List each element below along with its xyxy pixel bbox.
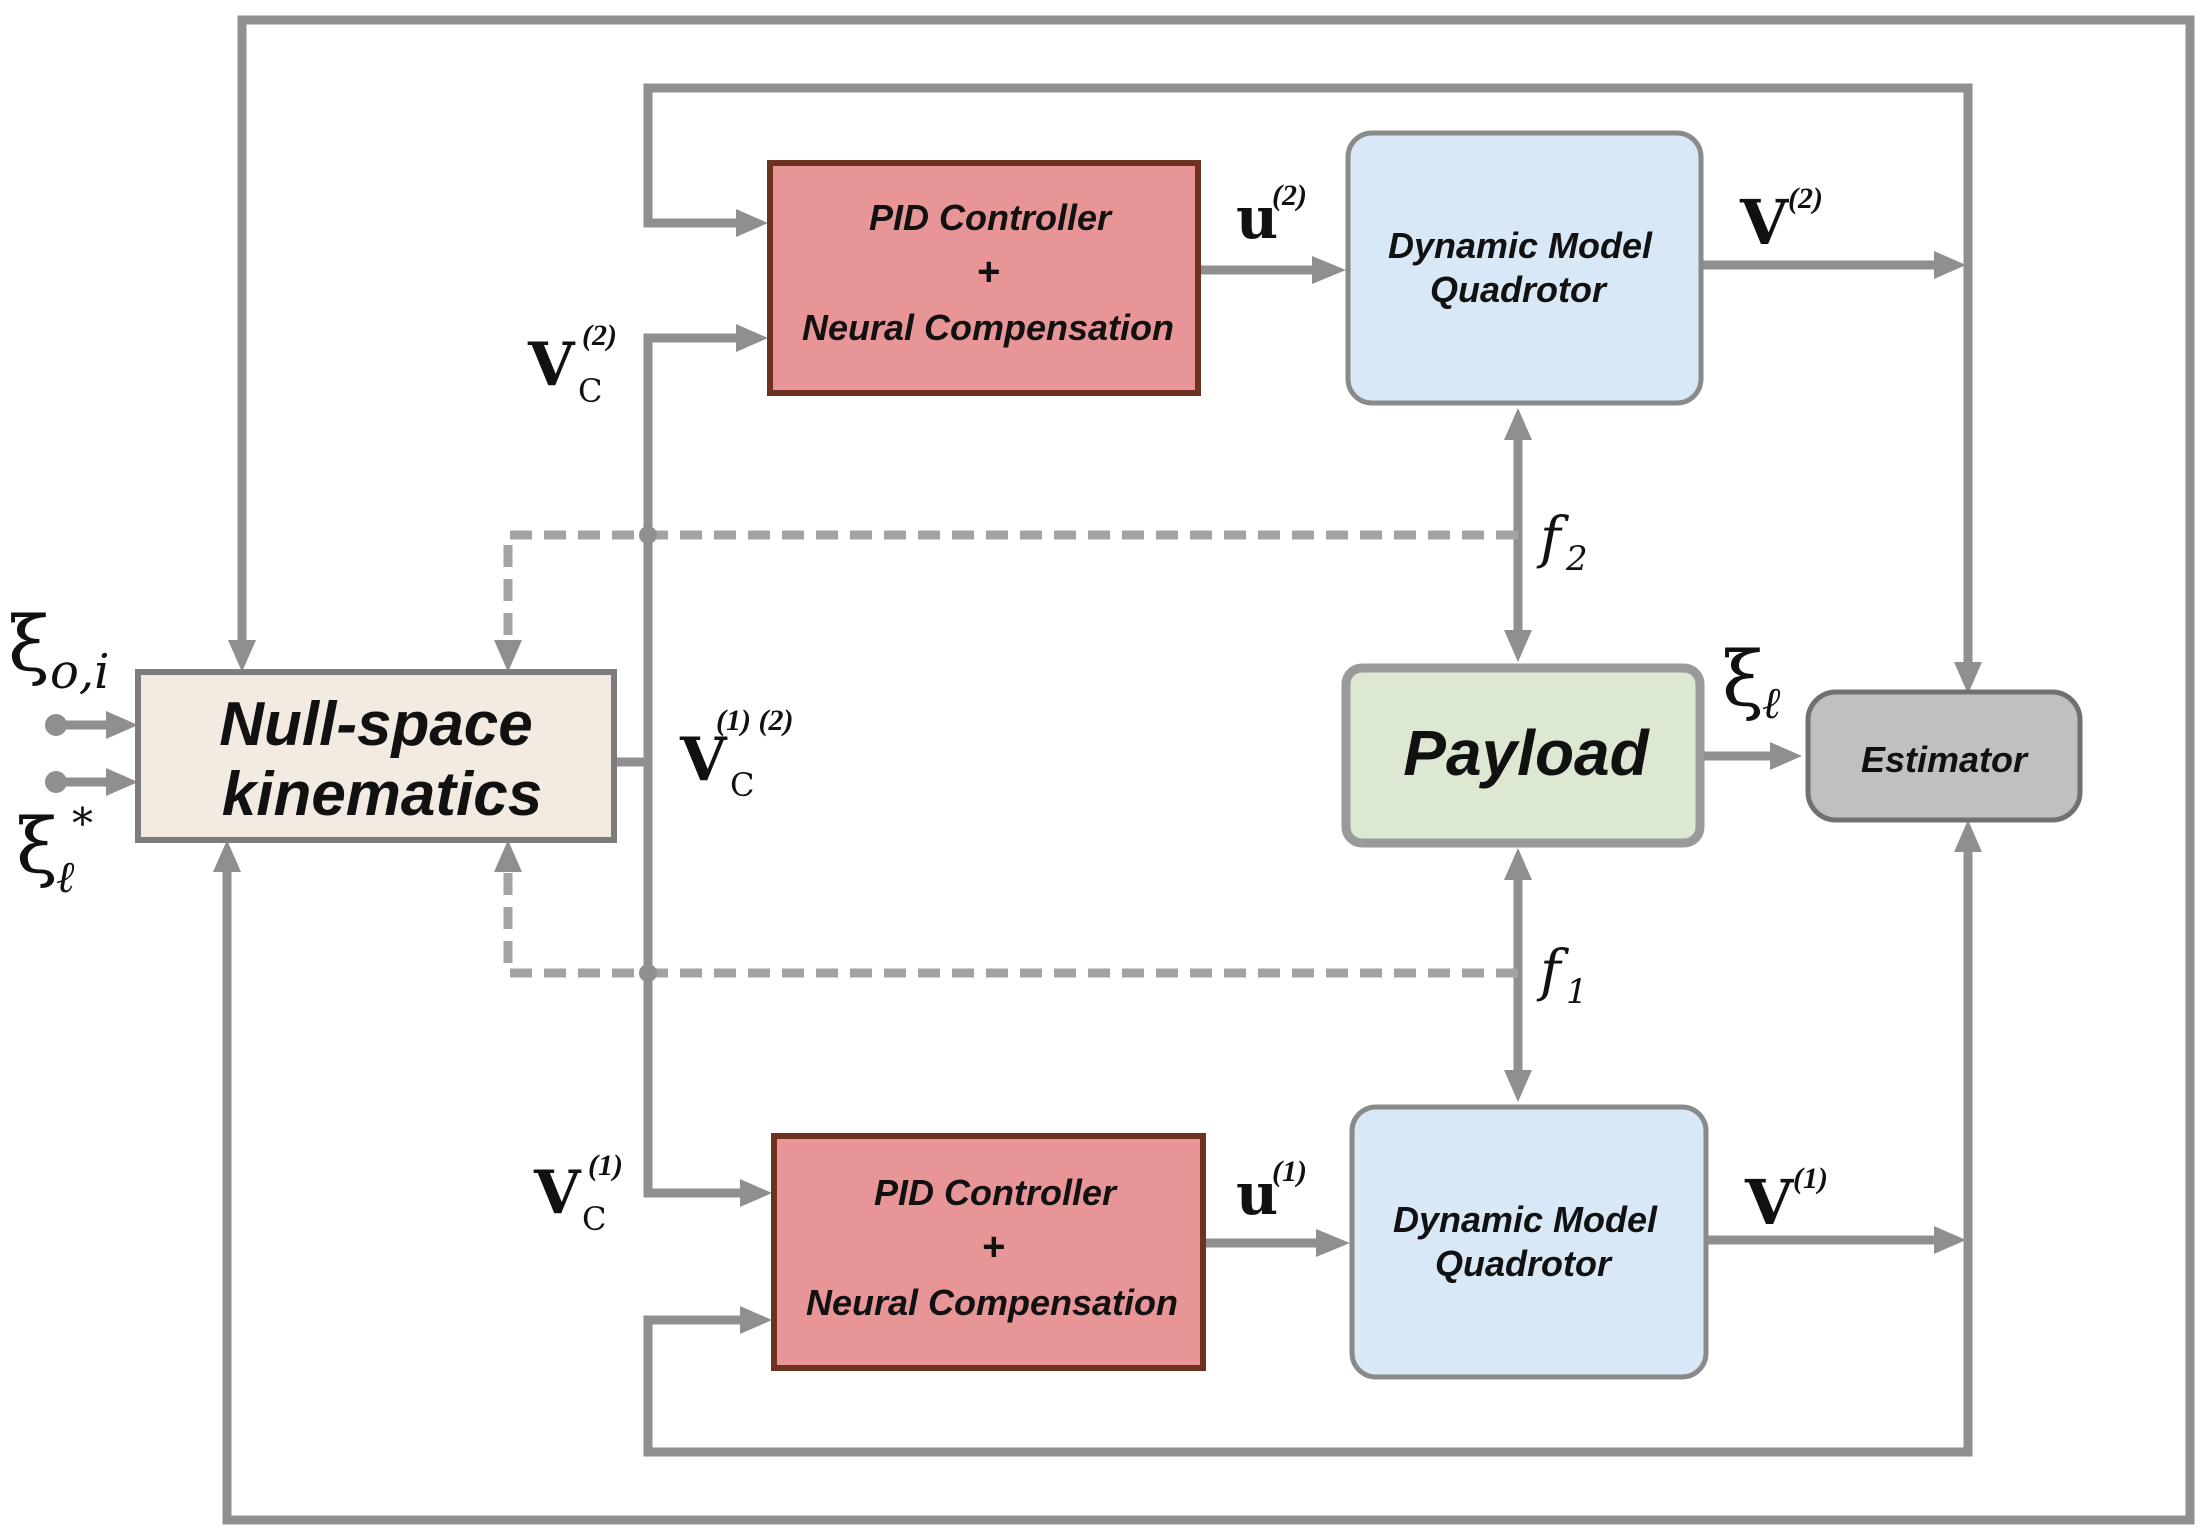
vc1-branch [643, 762, 745, 1198]
arrow-dashed-bottom [494, 840, 522, 872]
arrow-into-pid-bottom-feedback [740, 1306, 772, 1334]
label-xi-l: ξ ℓ [1722, 634, 1781, 729]
nullspace-line2: kinematics [222, 760, 543, 829]
pid-bottom-line3: Neural Compensation [806, 1282, 1178, 1323]
xi-oi-base: ξ [8, 599, 50, 688]
dynamic-model-bottom-block: Dynamic Model Quadrotor [1349, 1104, 1709, 1380]
label-xi-oi: ξ o,i [8, 599, 110, 700]
arrow-into-pid-top-feedback [736, 209, 768, 237]
arrow-into-estimator-bottom [1954, 820, 1982, 852]
input-dot-xi-l-star [45, 771, 67, 793]
vc1-sub: C [582, 1200, 606, 1238]
label-u1: u (1) [1236, 1155, 1307, 1228]
xi-l-sub: ℓ [1762, 678, 1781, 729]
f2-base: f [1536, 506, 1570, 571]
vc1-base: V [533, 1158, 582, 1228]
u1-base: u [1236, 1160, 1278, 1228]
v1-sup: (1) [1793, 1162, 1828, 1195]
nullspace-kinematics-block: Null-space kinematics [135, 669, 617, 843]
vc12-sup: (1) (2) [716, 704, 793, 737]
estimator-block: Estimator [1805, 689, 2083, 823]
pid-top-line3: Neural Compensation [802, 307, 1174, 348]
arrow-into-estimator-top [1954, 662, 1982, 694]
input-dot-xi-oi [45, 714, 67, 736]
dyn-bottom-line1: Dynamic Model [1393, 1199, 1658, 1240]
estimator-label: Estimator [1861, 739, 2029, 780]
arrow-into-pid-top-vc2 [736, 324, 768, 352]
arrow-input-xi-l-star [106, 768, 138, 796]
arrow-heads [45, 209, 1982, 1334]
payload-label: Payload [1403, 717, 1650, 789]
arrow-into-nullspace-bottom [213, 840, 241, 872]
pid-controller-bottom-block: PID Controller + Neural Compensation [771, 1133, 1206, 1371]
xi-l-star-sup: * [72, 799, 93, 848]
label-u2: u (2) [1236, 179, 1307, 252]
junction-dot-top [639, 526, 657, 544]
vc2-branch [643, 333, 745, 762]
arrow-input-xi-oi [106, 711, 138, 739]
v2-base: V [1739, 186, 1789, 259]
xi-oi-sub: o,i [50, 644, 110, 700]
arrow-into-estimator-left [1770, 742, 1802, 770]
pid-top-line1: PID Controller [869, 197, 1113, 238]
label-f1: f 1 [1536, 939, 1588, 1012]
pid-controller-top-block: PID Controller + Neural Compensation [767, 160, 1201, 396]
label-v1: V (1) [1744, 1162, 1828, 1239]
label-vc1: V C (1) [533, 1149, 623, 1238]
f2-sub: 2 [1565, 539, 1588, 579]
u2-sup: (2) [1272, 179, 1307, 212]
payload-block: Payload [1341, 663, 1705, 848]
vc2-sub: C [578, 372, 602, 410]
arrow-f1-up [1504, 848, 1532, 880]
arrow-dashed-top [494, 640, 522, 672]
pid-bottom-line2: + [981, 1225, 1004, 1269]
dynamic-model-top-block: Dynamic Model Quadrotor [1345, 130, 1704, 406]
outer-feedback-top [237, 15, 2195, 685]
arrow-into-nullspace-top [228, 640, 256, 672]
f1-sub: 1 [1566, 972, 1588, 1012]
label-xi-l-star: ξ ℓ * [16, 799, 93, 903]
pid-top-line2: + [976, 250, 999, 294]
arrow-v2-out [1934, 251, 1966, 279]
arrow-into-pid-bottom-vc1 [740, 1179, 772, 1207]
pid-bottom-line1: PID Controller [874, 1172, 1118, 1213]
outer-feedback-bottom [222, 685, 2195, 1525]
v1-base: V [1744, 1166, 1794, 1239]
vc12-base: V [679, 725, 728, 795]
f1-feedback-dashed [503, 870, 1518, 978]
xi-l-base: ξ [1722, 634, 1764, 723]
f1-base: f [1536, 939, 1570, 1004]
junction-dot-bottom [639, 964, 657, 982]
dyn-top-line2: Quadrotor [1430, 269, 1608, 310]
label-f2: f 2 [1536, 506, 1588, 579]
arrow-into-dyn-bottom [1316, 1229, 1350, 1257]
label-vc2: V C (2) [527, 319, 617, 410]
arrow-v1-out [1934, 1226, 1966, 1254]
xi-l-star-sub: ℓ [56, 852, 75, 903]
u1-sup: (1) [1272, 1155, 1307, 1188]
dyn-top-line1: Dynamic Model [1388, 225, 1653, 266]
u2-base: u [1236, 184, 1278, 252]
arrow-f2-up [1504, 408, 1532, 440]
vc12-sub: C [730, 766, 754, 804]
arrow-f2-down [1504, 630, 1532, 662]
arrow-into-dyn-top [1312, 256, 1346, 284]
f2-feedback-dashed [503, 530, 1518, 640]
dyn-bottom-line2: Quadrotor [1435, 1243, 1613, 1284]
inner-feedback-top [643, 83, 1973, 265]
vc1-sup: (1) [588, 1149, 623, 1182]
inner-feedback-bottom [643, 1240, 1973, 1457]
vc2-sup: (2) [582, 319, 617, 352]
label-v2: V (2) [1739, 182, 1823, 259]
nullspace-line1: Null-space [219, 690, 533, 759]
label-vc12: V C (1) (2) [679, 704, 793, 804]
vc2-base: V [527, 330, 576, 400]
arrow-f1-down [1504, 1070, 1532, 1102]
xi-l-star-base: ξ [16, 801, 58, 890]
v2-sup: (2) [1788, 182, 1823, 215]
